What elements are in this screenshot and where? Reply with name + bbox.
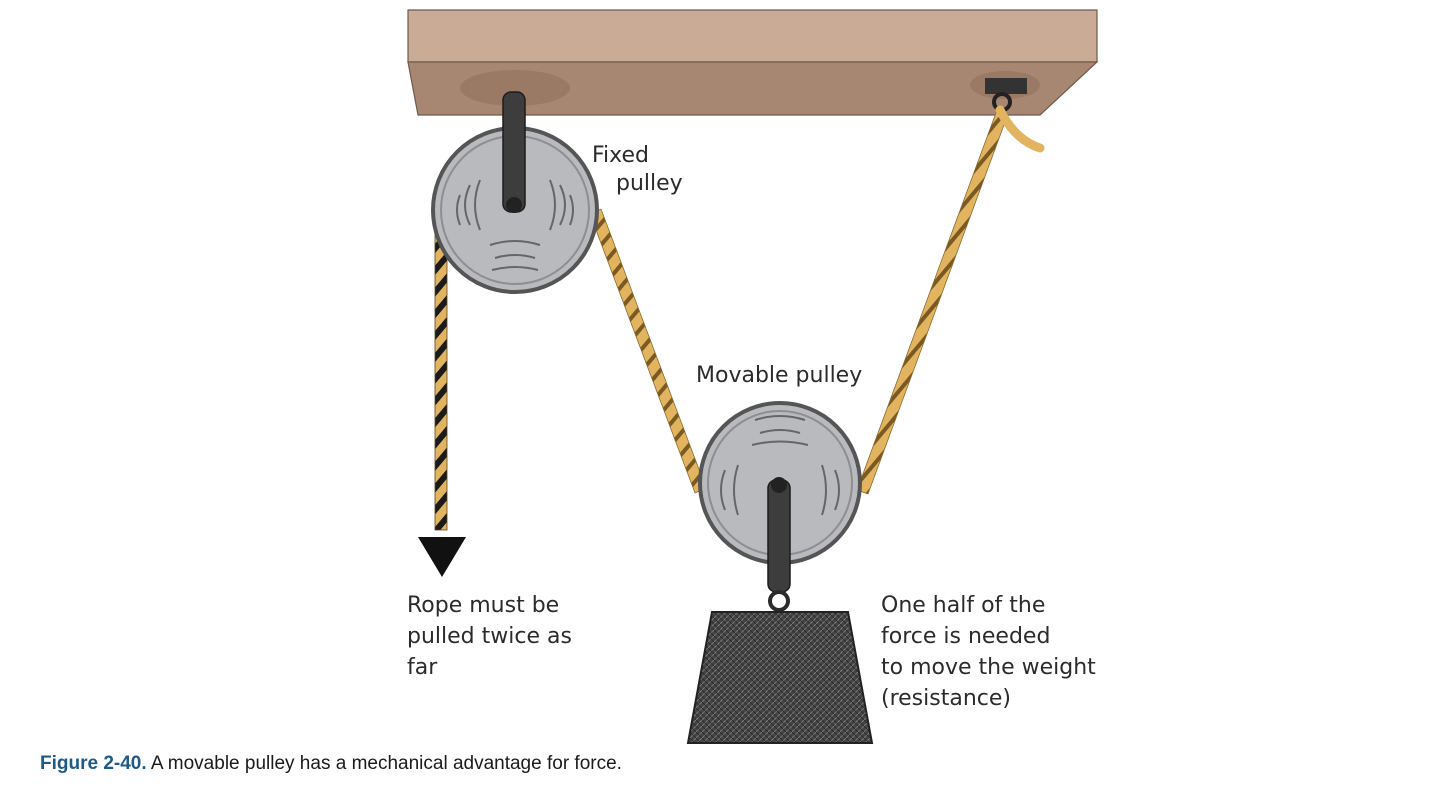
ceiling-beam: [407, 9, 1099, 116]
fixed-pulley-wheel: [431, 91, 599, 294]
figure-caption: Figure 2-40. A movable pulley has a mech…: [40, 753, 622, 775]
rope-note-label: Rope must be pulled twice as far: [407, 593, 579, 680]
fixed-pulley-label: Fixed pulley: [592, 143, 683, 196]
movable-pulley-wheel: [698, 401, 862, 612]
pull-arrow-icon: [418, 537, 466, 577]
weight-block: [686, 611, 874, 744]
rope: [434, 105, 1045, 531]
force-note-label: One half of the force is needed to move …: [881, 593, 1103, 711]
figure-number: Figure 2-40.: [40, 753, 147, 774]
movable-pulley-label: Movable pulley: [696, 363, 862, 388]
figure-caption-text: A movable pulley has a mechanical advant…: [146, 753, 622, 774]
